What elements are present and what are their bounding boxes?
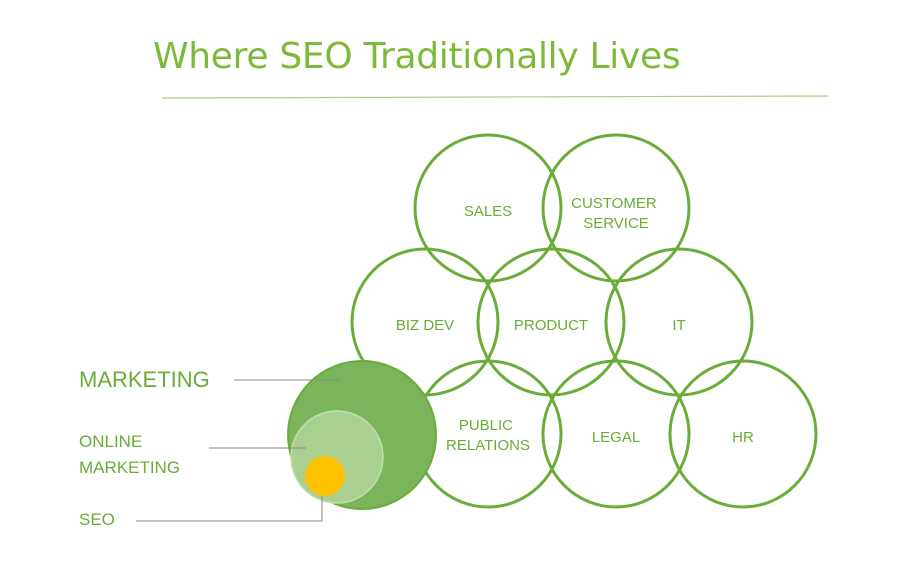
seo-circle (305, 456, 345, 496)
department-label-sales: SALES (464, 203, 512, 220)
department-circle-customer-service: CUSTOMER SERVICE (541, 133, 691, 283)
slide-title: Where SEO Traditionally Lives (153, 36, 681, 77)
department-circle-hr: HR (668, 359, 818, 509)
title-rule (161, 95, 829, 99)
department-label-product: PRODUCT (514, 317, 588, 334)
seo-leader-line (136, 496, 323, 522)
department-circle-legal: LEGAL (541, 359, 691, 509)
department-label-hr: HR (732, 429, 754, 446)
department-label-it: IT (672, 317, 685, 334)
department-circle-product: PRODUCT (476, 247, 626, 397)
department-label-legal: LEGAL (592, 429, 640, 446)
department-label-biz-dev: BIZ DEV (396, 317, 454, 334)
marketing-label: MARKETING (79, 367, 210, 392)
department-circle-it: IT (604, 247, 754, 397)
seo-label: SEO (79, 510, 115, 529)
department-circle-public-relations: PUBLIC RELATIONS (413, 359, 563, 509)
online-marketing-label: ONLINE MARKETING (79, 432, 181, 477)
department-circle-sales: SALES (413, 133, 563, 283)
department-label-customer-service: CUSTOMER SERVICE (571, 195, 661, 232)
department-label-public-relations: PUBLIC RELATIONS (446, 417, 530, 454)
